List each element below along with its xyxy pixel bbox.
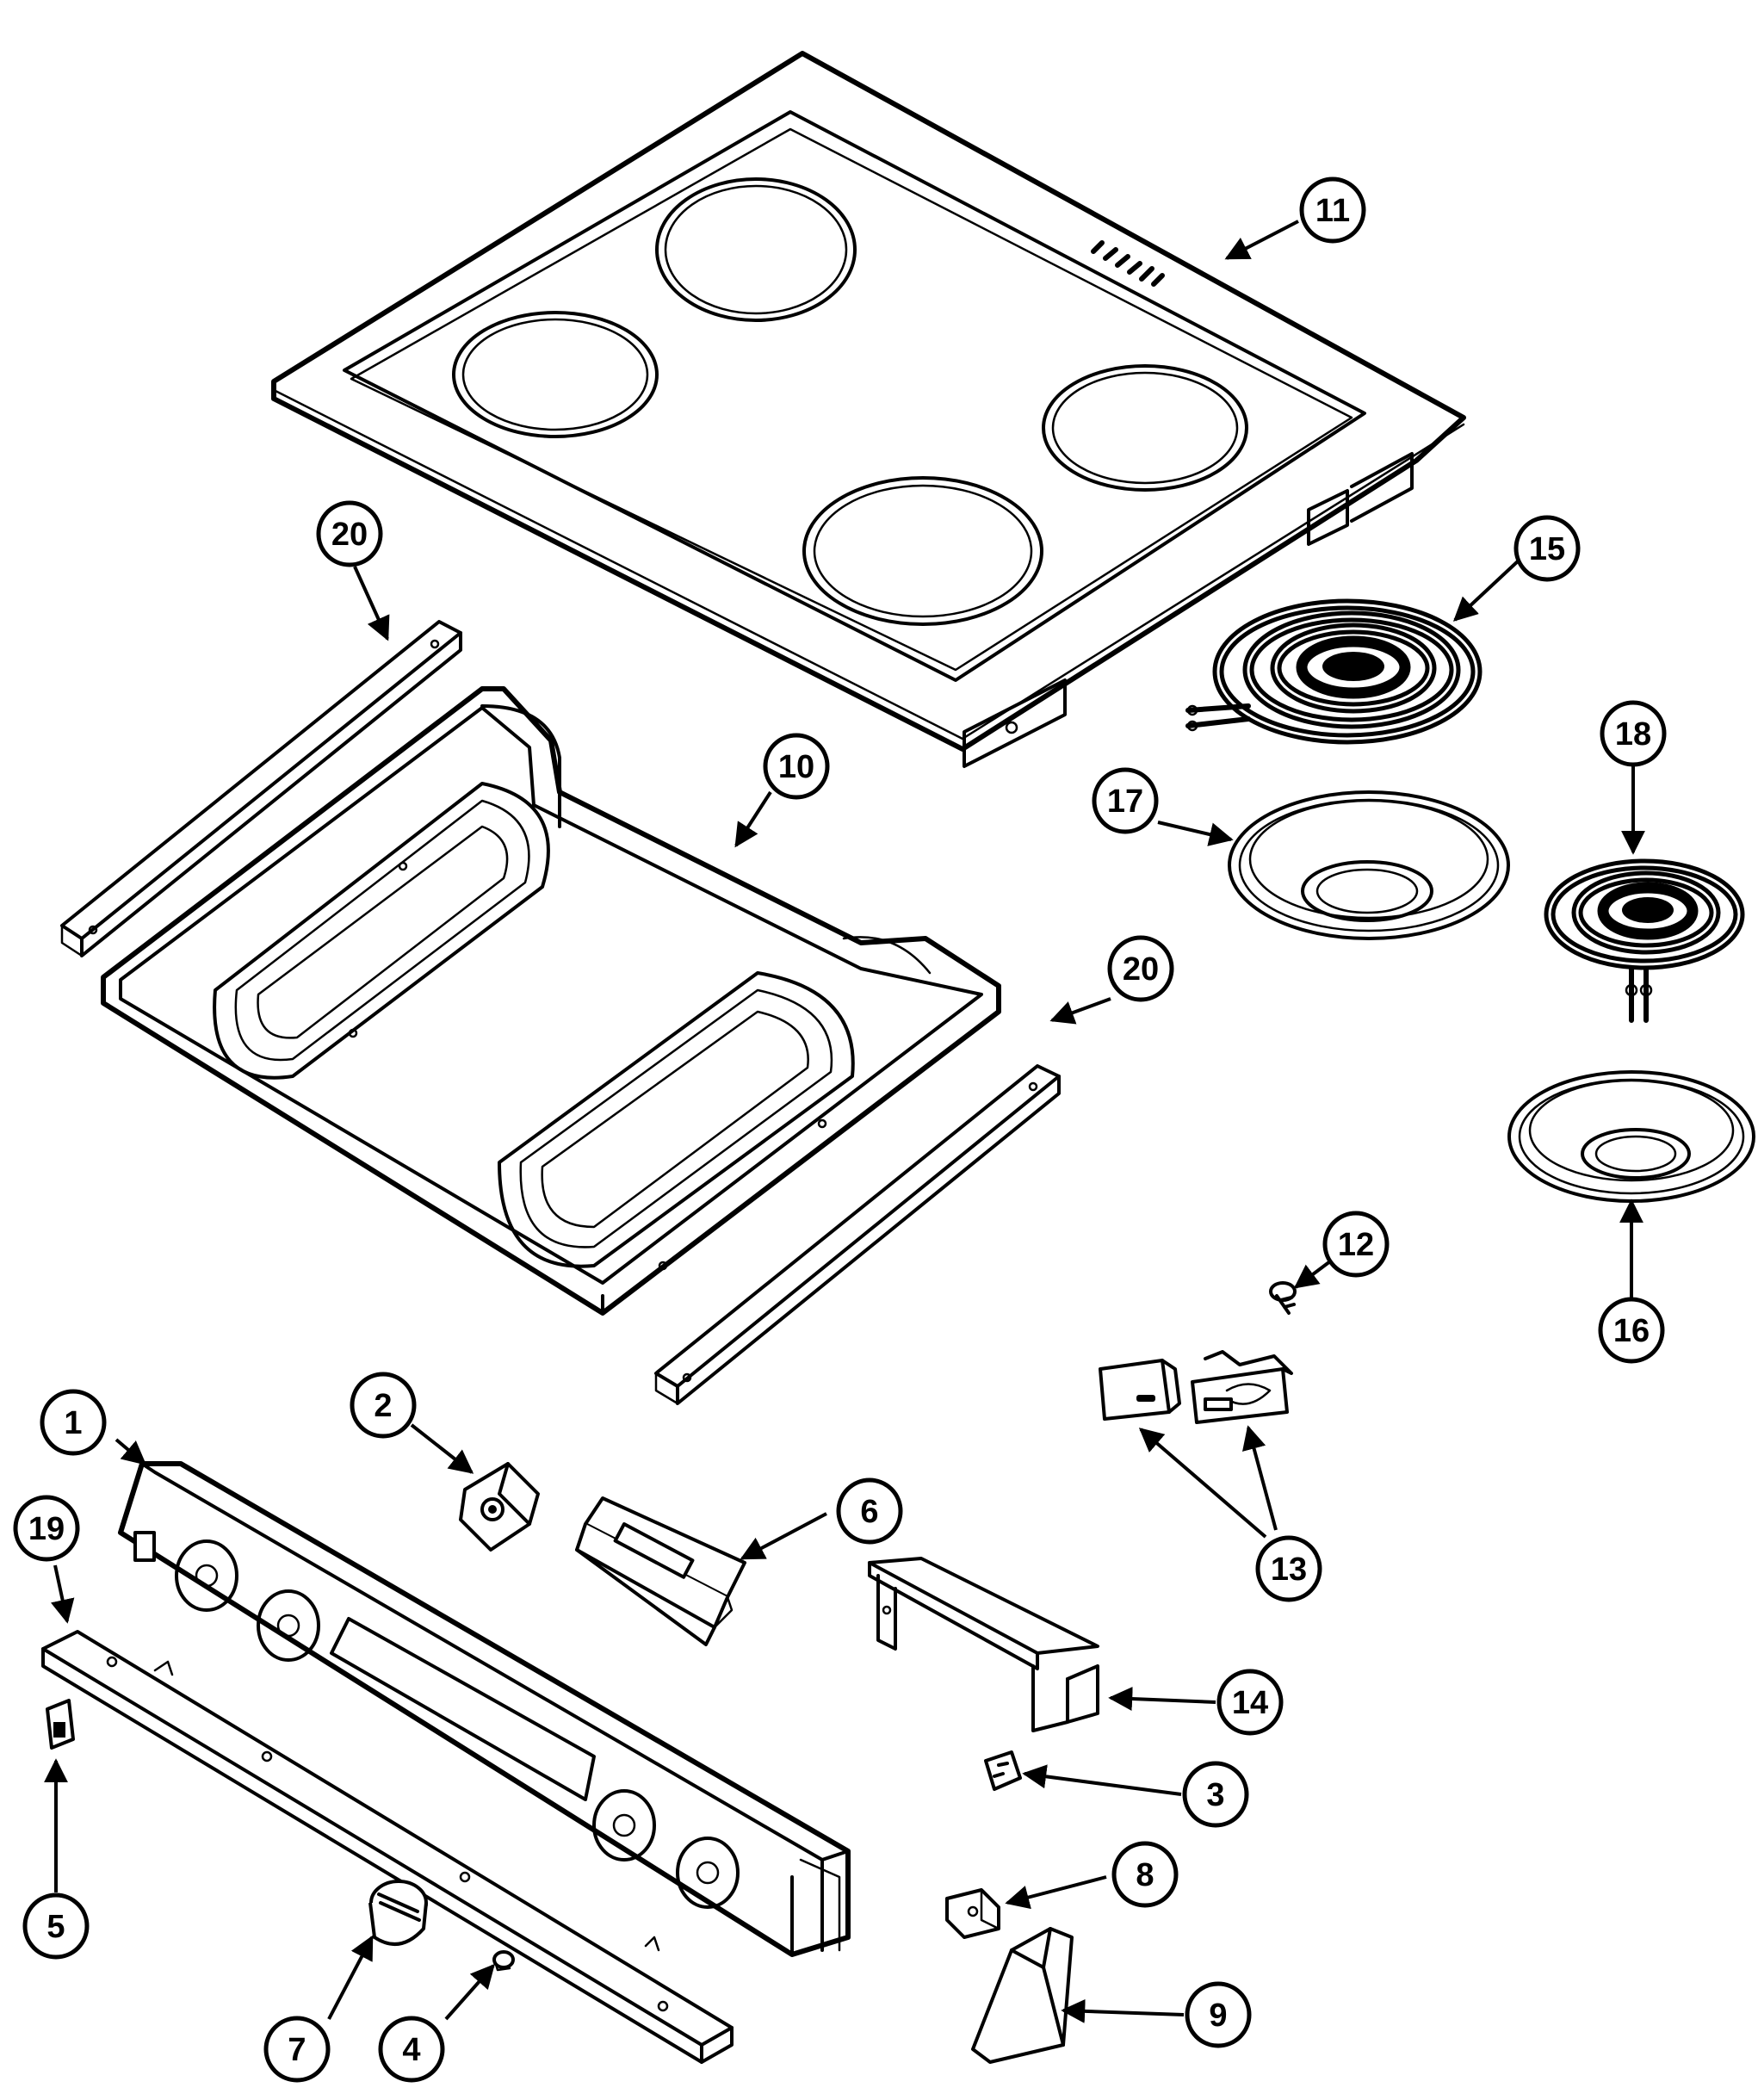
- small-surface-element-part: [1544, 858, 1745, 1023]
- callout-19: 19: [13, 1495, 80, 1562]
- vent-slots: [1091, 240, 1165, 287]
- callout-10-label: 10: [778, 749, 814, 785]
- burner-box-part: [101, 686, 1001, 1316]
- callout-5: 5: [22, 1892, 90, 1960]
- infinite-switch-part: [459, 1462, 540, 1552]
- callout-16: 16: [1598, 1297, 1665, 1364]
- callout-13-label: 13: [1271, 1552, 1307, 1588]
- callout-8: 8: [1111, 1841, 1179, 1908]
- screw-part: [1269, 1281, 1297, 1315]
- callout-18-label: 18: [1615, 716, 1651, 753]
- callout-17-label: 17: [1107, 784, 1143, 820]
- callout-13: 13: [1255, 1535, 1322, 1602]
- callout-3: 3: [1182, 1761, 1249, 1828]
- callout-11-label: 11: [1315, 193, 1350, 229]
- callout-4-label: 4: [402, 2032, 420, 2068]
- rail-upper-part: [60, 620, 462, 957]
- callout-9-label: 9: [1209, 1998, 1227, 2034]
- rocker-switch-part: [46, 1699, 75, 1750]
- large-surface-element-part: [1185, 598, 1483, 745]
- callout-7: 7: [263, 2016, 331, 2083]
- terminal-block-part: [1099, 1350, 1293, 1424]
- callout-1: 1: [40, 1389, 107, 1456]
- callout-20-upper: 20: [316, 500, 383, 567]
- callout-10: 10: [763, 733, 830, 800]
- cooktop-part: [271, 51, 1466, 768]
- large-drip-bowl-part: [1228, 790, 1510, 940]
- callout-20-lower-label: 20: [1123, 951, 1159, 988]
- callout-12: 12: [1322, 1211, 1390, 1278]
- leader-lines: [44, 220, 1645, 2023]
- button-part: [492, 1950, 515, 1972]
- knob-part: [368, 1880, 428, 1946]
- callout-17: 17: [1092, 767, 1159, 834]
- callout-6: 6: [836, 1477, 903, 1545]
- callout-15-label: 15: [1529, 531, 1565, 567]
- callout-6-label: 6: [860, 1494, 878, 1530]
- callouts: 11 20 10 15 17 18 20 16: [13, 177, 1667, 2083]
- callout-15: 15: [1513, 515, 1581, 582]
- callout-14: 14: [1216, 1669, 1284, 1736]
- callout-2-label: 2: [374, 1388, 392, 1424]
- small-bracket-part: [945, 1888, 1000, 1939]
- callout-11: 11: [1299, 177, 1366, 244]
- callout-1-label: 1: [64, 1405, 82, 1441]
- callout-8-label: 8: [1136, 1857, 1154, 1893]
- small-drip-bowl-part: [1507, 1070, 1755, 1203]
- callout-9: 9: [1185, 1981, 1252, 2048]
- indicator-light-part: [984, 1750, 1022, 1791]
- callout-7-label: 7: [288, 2032, 306, 2068]
- callout-20-lower: 20: [1107, 935, 1174, 1002]
- callout-2: 2: [350, 1372, 417, 1439]
- callout-19-label: 19: [28, 1511, 65, 1547]
- callout-18: 18: [1600, 700, 1667, 767]
- callout-16-label: 16: [1613, 1313, 1650, 1349]
- callout-5-label: 5: [46, 1909, 65, 1945]
- clock-control-part: [575, 1496, 746, 1646]
- trim-part: [41, 1630, 734, 2064]
- rail-lower-part: [654, 1064, 1061, 1405]
- control-panel-part: [118, 1461, 851, 1957]
- callout-12-label: 12: [1338, 1227, 1374, 1263]
- callout-20-upper-label: 20: [331, 517, 368, 553]
- bracket-part: [868, 1557, 1099, 1732]
- callout-4: 4: [378, 2016, 445, 2083]
- callout-3-label: 3: [1206, 1777, 1224, 1813]
- end-cap-part: [971, 1927, 1074, 2064]
- callout-14-label: 14: [1232, 1685, 1268, 1721]
